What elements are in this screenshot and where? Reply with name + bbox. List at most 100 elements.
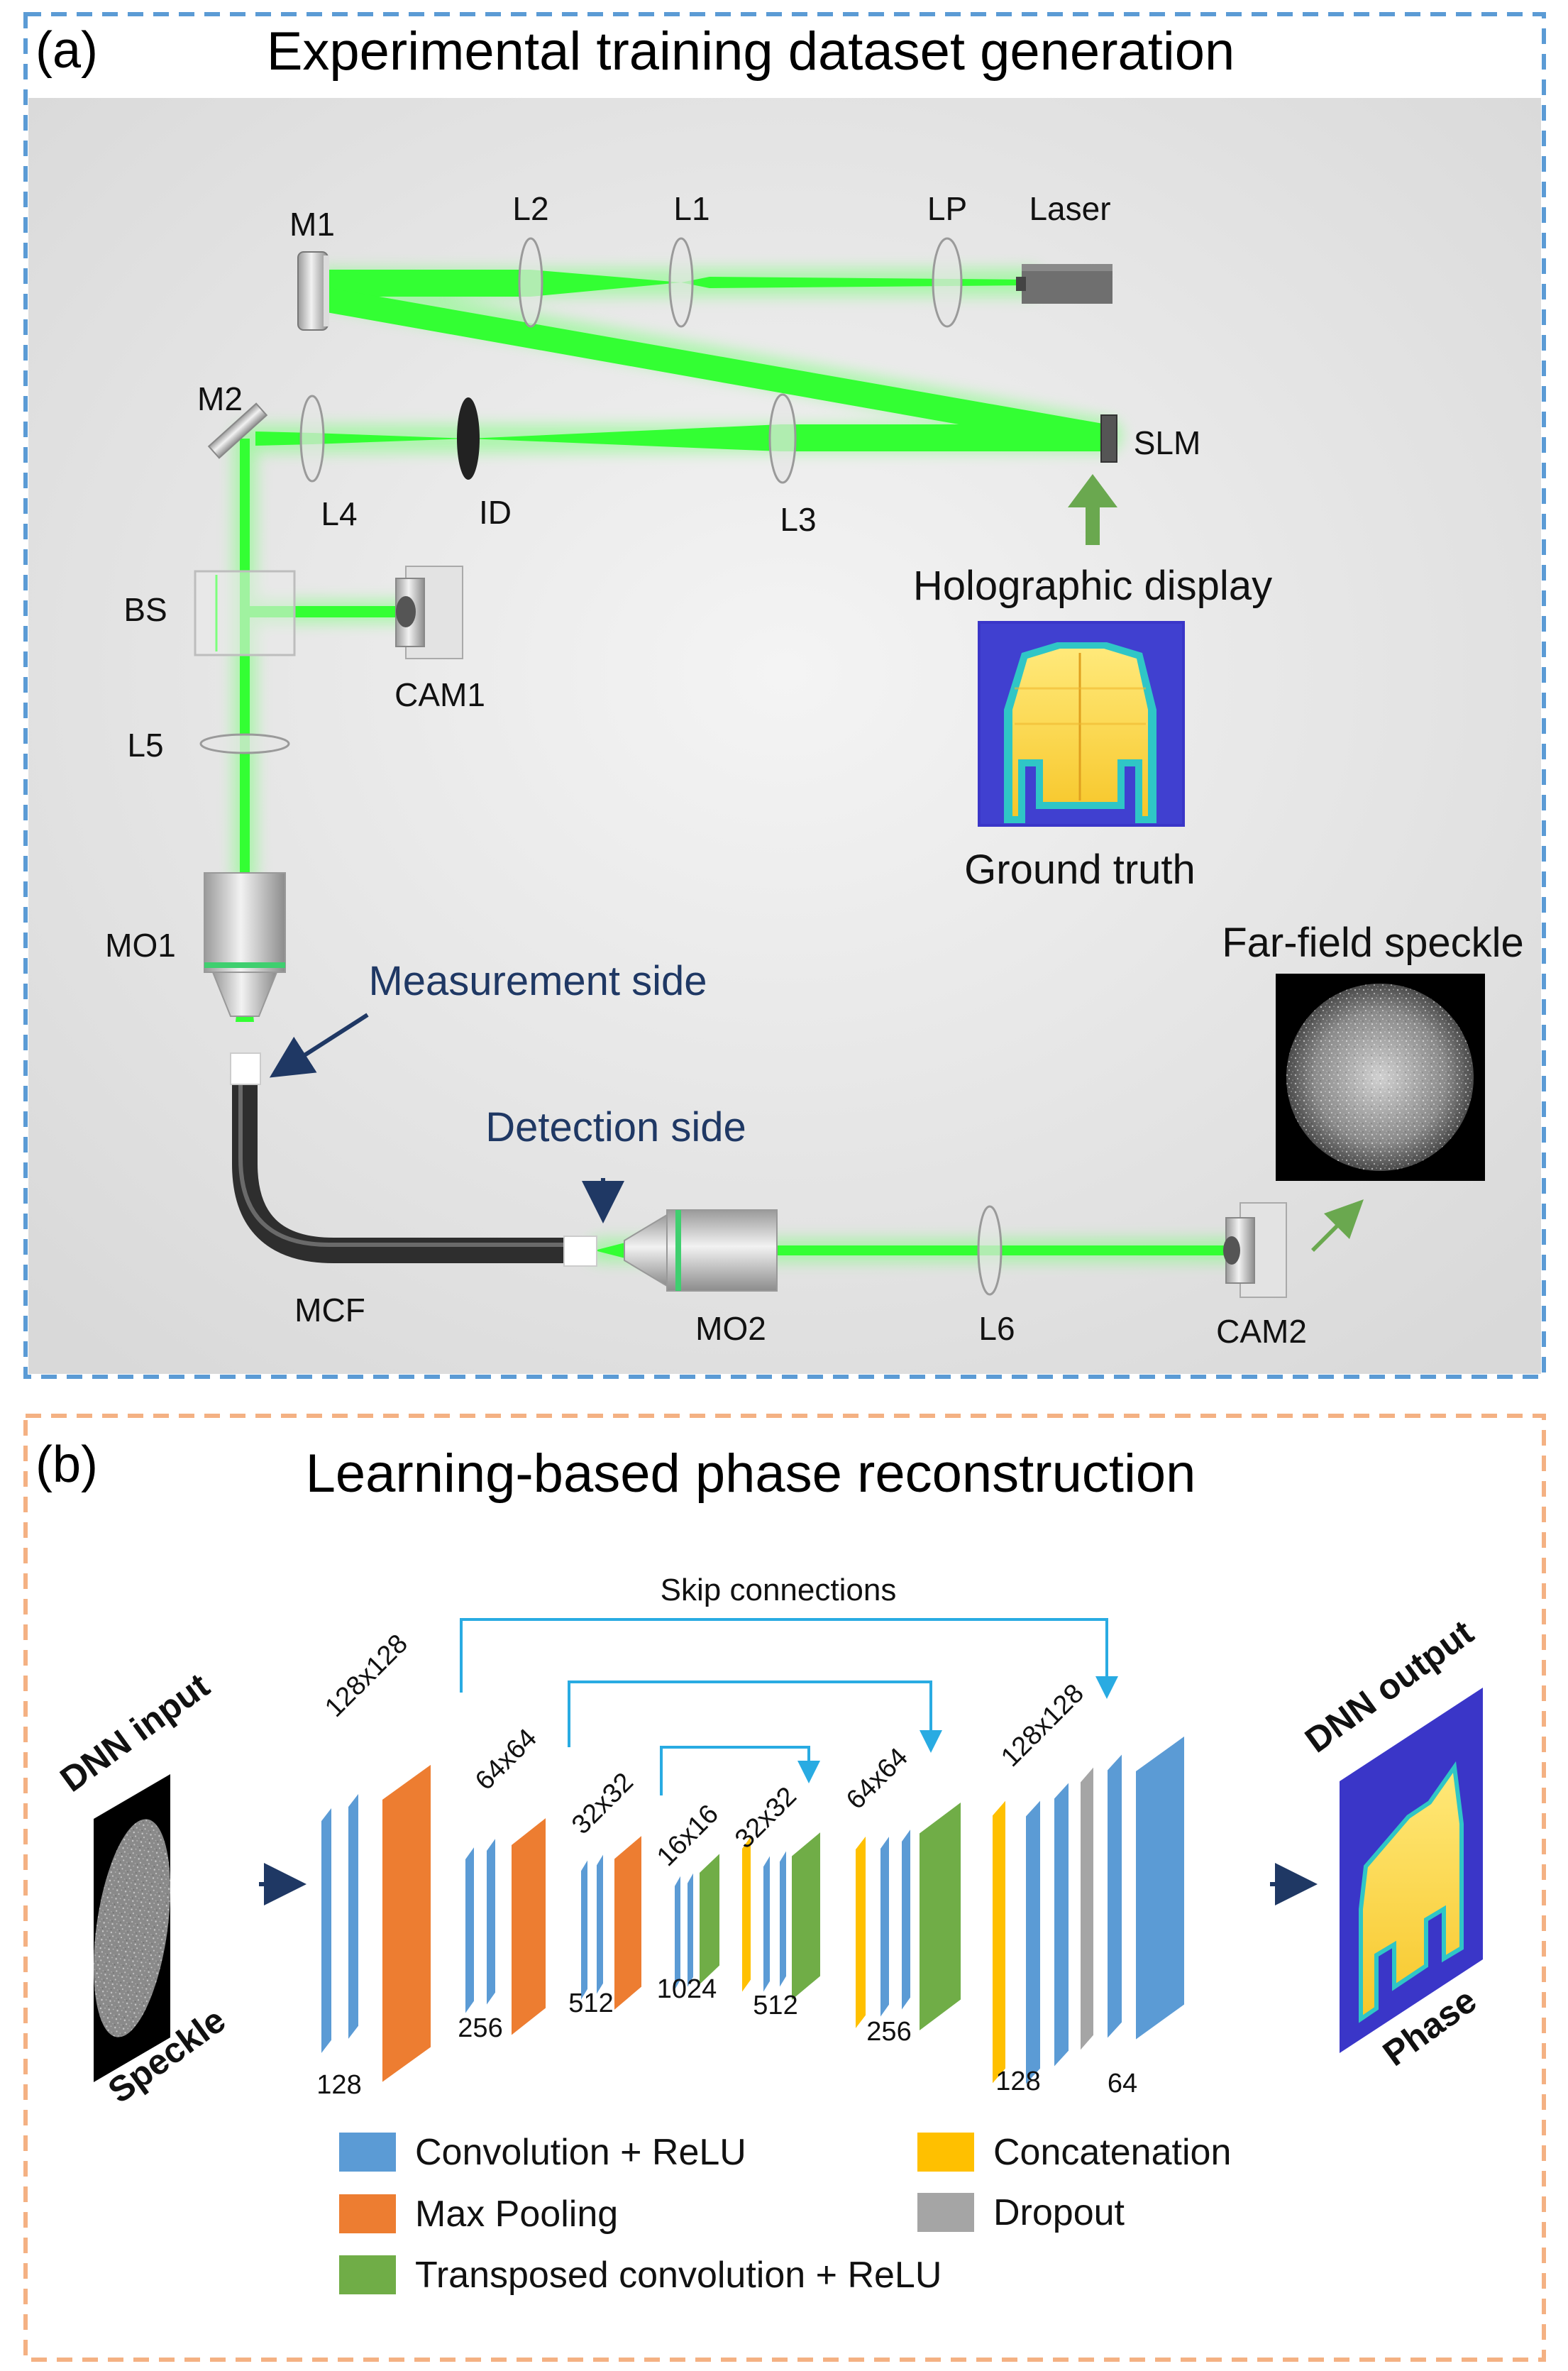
label-dnn-input: DNN input <box>53 1666 217 1800</box>
channel-label: 128 <box>995 2067 1040 2096</box>
beam-splitter-bs <box>194 570 296 656</box>
tconv-layer <box>790 1829 822 2003</box>
conv-layer <box>580 1855 589 2005</box>
label-l4: L4 <box>321 495 357 532</box>
conv-layer <box>1025 1797 1042 2088</box>
conv-layer <box>320 1804 333 2057</box>
channel-label: 64 <box>1108 2069 1137 2098</box>
concat-layer <box>741 1832 752 1996</box>
label-lp: LP <box>927 190 967 227</box>
mirror-m2 <box>207 402 268 459</box>
label-id: ID <box>479 494 512 531</box>
size-label: 128x128 <box>319 1629 414 1723</box>
label-l1: L1 <box>673 190 710 227</box>
conv-layer <box>347 1790 360 2043</box>
iris-id <box>457 397 480 480</box>
legend-swatch <box>339 2194 396 2233</box>
panel-a-border <box>23 12 1546 1379</box>
dnn-output-image <box>1340 1688 1483 2053</box>
dnn-input-image <box>93 1774 171 2082</box>
ground-truth-image <box>978 621 1185 827</box>
beam-id-l4 <box>312 433 468 444</box>
conv-layer <box>879 1832 890 2021</box>
lens-l5 <box>199 733 290 754</box>
channel-label: 1024 <box>657 1974 717 2004</box>
skip-connection-32 <box>660 1746 820 1795</box>
label-mcf: MCF <box>294 1292 365 1328</box>
size-labels: 128x128 64x64 32x32 16x16 32x32 64x64 12… <box>319 1629 1090 1872</box>
label-m2: M2 <box>197 380 243 417</box>
label-l2: L2 <box>512 190 548 227</box>
legend-swatch <box>917 2193 974 2232</box>
panel-a: (a) Experimental training dataset genera… <box>23 12 1546 1379</box>
fiber-connector-measurement <box>230 1052 261 1085</box>
legend-swatch <box>339 2133 396 2172</box>
legend-item: Transposed convolution + ReLU <box>339 2255 942 2296</box>
lens-l4 <box>299 395 325 483</box>
lens-l6 <box>977 1205 1003 1296</box>
camera-cam1 <box>395 566 463 659</box>
arrow-to-slm <box>1068 474 1117 545</box>
far-field-speckle-image <box>1276 974 1485 1181</box>
label-measurement-side: Measurement side <box>368 958 707 1004</box>
laser-source <box>1016 264 1112 304</box>
concat-layer <box>991 1797 1007 2087</box>
fiber-connector-detection <box>563 1236 597 1267</box>
panel-a-label: (a) <box>35 22 98 79</box>
legend-label: Max Pooling <box>415 2194 618 2235</box>
conv-layer <box>778 1846 788 1992</box>
conv-layer <box>900 1825 912 2014</box>
label-ground-truth: Ground truth <box>964 847 1196 893</box>
legend-swatch <box>917 2133 974 2172</box>
panel-b-title: Learning-based phase reconstruction <box>306 1443 1196 1504</box>
label-l6: L6 <box>978 1310 1015 1347</box>
conv-layer <box>686 1868 695 1993</box>
label-laser: Laser <box>1029 190 1110 227</box>
legend-item: Concatenation <box>917 2132 1231 2173</box>
channel-label: 512 <box>568 1988 613 2018</box>
label-cam1: CAM1 <box>394 676 485 713</box>
conv-layer <box>1106 1751 1123 2042</box>
beam-mo2-cam2 <box>777 1245 1238 1255</box>
conv-layer <box>595 1849 604 1999</box>
unet-layers <box>320 1734 1186 2088</box>
pool-layer <box>613 1832 643 2013</box>
beam-slm-l3 <box>780 424 1107 451</box>
legend-label: Concatenation <box>993 2132 1231 2173</box>
channel-label: 256 <box>866 2017 911 2047</box>
label-mo1: MO1 <box>105 927 176 964</box>
channel-label: 256 <box>458 2013 502 2043</box>
size-label: 64x64 <box>470 1723 543 1796</box>
size-label: 128x128 <box>995 1678 1090 1773</box>
tconv-layer <box>698 1850 721 1988</box>
tconv-layer <box>918 1800 962 2033</box>
pool-layer <box>381 1762 432 2085</box>
label-far-field-speckle: Far-field speckle <box>1222 920 1523 966</box>
objective-mo1 <box>204 872 286 1017</box>
panel-a-title: Experimental training dataset generation <box>267 21 1235 82</box>
label-bs: BS <box>123 591 167 628</box>
legend-item: Convolution + ReLU <box>339 2132 746 2173</box>
skip-connection-64 <box>568 1680 942 1753</box>
legend-label: Dropout <box>993 2192 1125 2233</box>
label-m1: M1 <box>289 206 335 243</box>
skip-connections <box>460 1618 1118 1795</box>
beam-m2-mo1 <box>240 439 250 879</box>
dropout-layer <box>1079 1764 1095 2054</box>
size-label: 32x32 <box>729 1781 802 1854</box>
lens-l2 <box>518 237 543 328</box>
lens-l1 <box>668 237 694 328</box>
concat-layer <box>854 1832 867 2032</box>
panel-b-border <box>23 1414 1546 2362</box>
channel-label: 128 <box>316 2070 361 2100</box>
label-skip-connections: Skip connections <box>661 1573 897 1607</box>
lens-l3 <box>768 393 797 484</box>
beam-m1-l2 <box>326 270 531 297</box>
objective-mo2 <box>624 1209 778 1292</box>
polarizer-lp <box>932 237 963 328</box>
legend-item: Max Pooling <box>339 2194 618 2235</box>
slm-device <box>1100 414 1117 463</box>
beam-l4-m2 <box>255 431 312 446</box>
size-label: 32x32 <box>566 1767 639 1840</box>
